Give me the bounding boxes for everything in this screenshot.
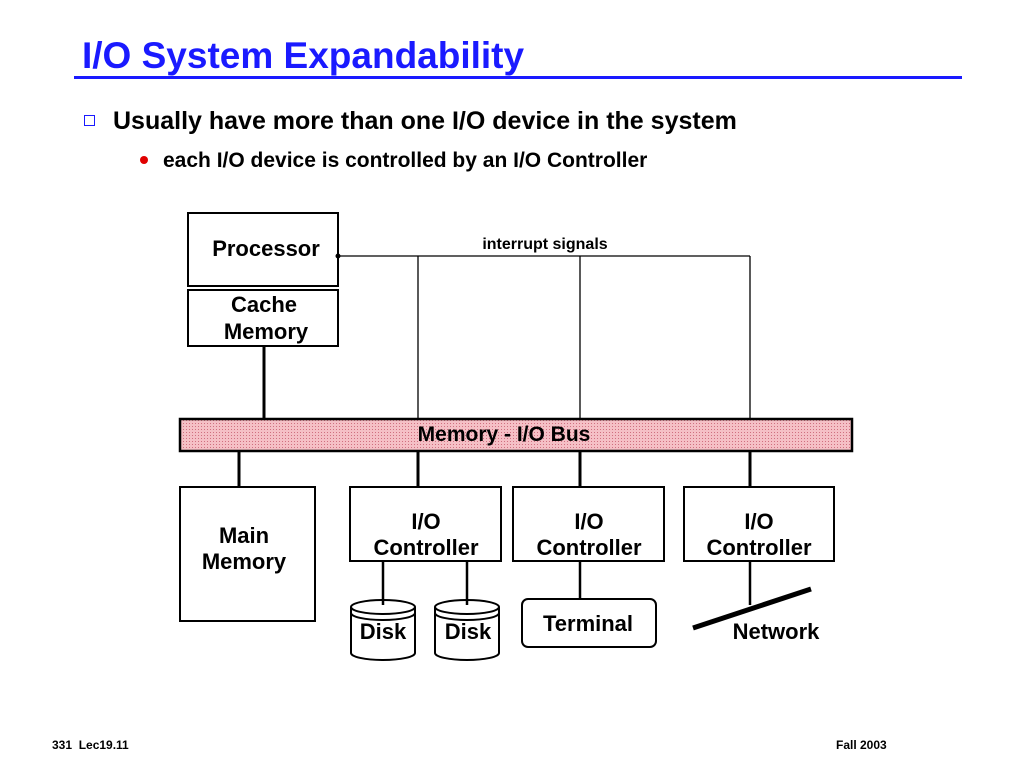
- controller-1-label-line2: Controller: [373, 535, 479, 560]
- controller-2-label-line1: I/O: [574, 509, 603, 534]
- network-label: Network: [733, 619, 821, 644]
- disk-1-label: Disk: [360, 619, 407, 644]
- processor-box: [187, 212, 339, 287]
- disk-2-icon: [434, 599, 500, 661]
- interrupt-junction: [335, 253, 341, 259]
- slide-title: I/O System Expandability: [82, 35, 525, 76]
- memory-io-bus: [178, 417, 854, 453]
- bullet-text-2: each I/O device is controlled by an I/O …: [163, 149, 648, 172]
- main-memory-label-line2: Memory: [202, 549, 287, 574]
- title-underline: [74, 76, 962, 79]
- footer-term: Fall 2003: [836, 738, 887, 752]
- bullet-level-2: each I/O device is controlled by an I/O …: [140, 146, 647, 176]
- main-memory-box: [179, 486, 316, 622]
- bullet-text-1: Usually have more than one I/O device in…: [113, 107, 737, 135]
- network-line-icon: [692, 586, 812, 631]
- footer-slide-number: 331 Lec19.11: [52, 738, 129, 752]
- interrupt-signals-label: interrupt signals: [482, 236, 607, 253]
- bus-label: Memory - I/O Bus: [418, 423, 591, 446]
- disk-1-icon: [350, 599, 416, 661]
- dot-bullet-icon: [140, 156, 148, 164]
- io-controller-box-2: [512, 486, 665, 562]
- cache-memory-box: [187, 289, 339, 347]
- controller-3-label-line1: I/O: [744, 509, 773, 534]
- bullet-level-1: Usually have more than one I/O device in…: [84, 104, 737, 138]
- disk-2-label: Disk: [445, 619, 492, 644]
- io-controller-box-1: [349, 486, 502, 562]
- main-memory-label-line1: Main: [219, 523, 269, 548]
- square-bullet-icon: [84, 115, 95, 126]
- controller-3-label-line2: Controller: [706, 535, 812, 560]
- cache-label-line1: Cache: [231, 292, 297, 317]
- io-controller-box-3: [683, 486, 835, 562]
- controller-1-label-line1: I/O: [411, 509, 440, 534]
- terminal-label: Terminal: [543, 611, 633, 636]
- terminal-box: [521, 598, 657, 648]
- controller-2-label-line2: Controller: [536, 535, 642, 560]
- processor-label: Processor: [212, 236, 320, 261]
- cache-label-line2: Memory: [224, 319, 309, 344]
